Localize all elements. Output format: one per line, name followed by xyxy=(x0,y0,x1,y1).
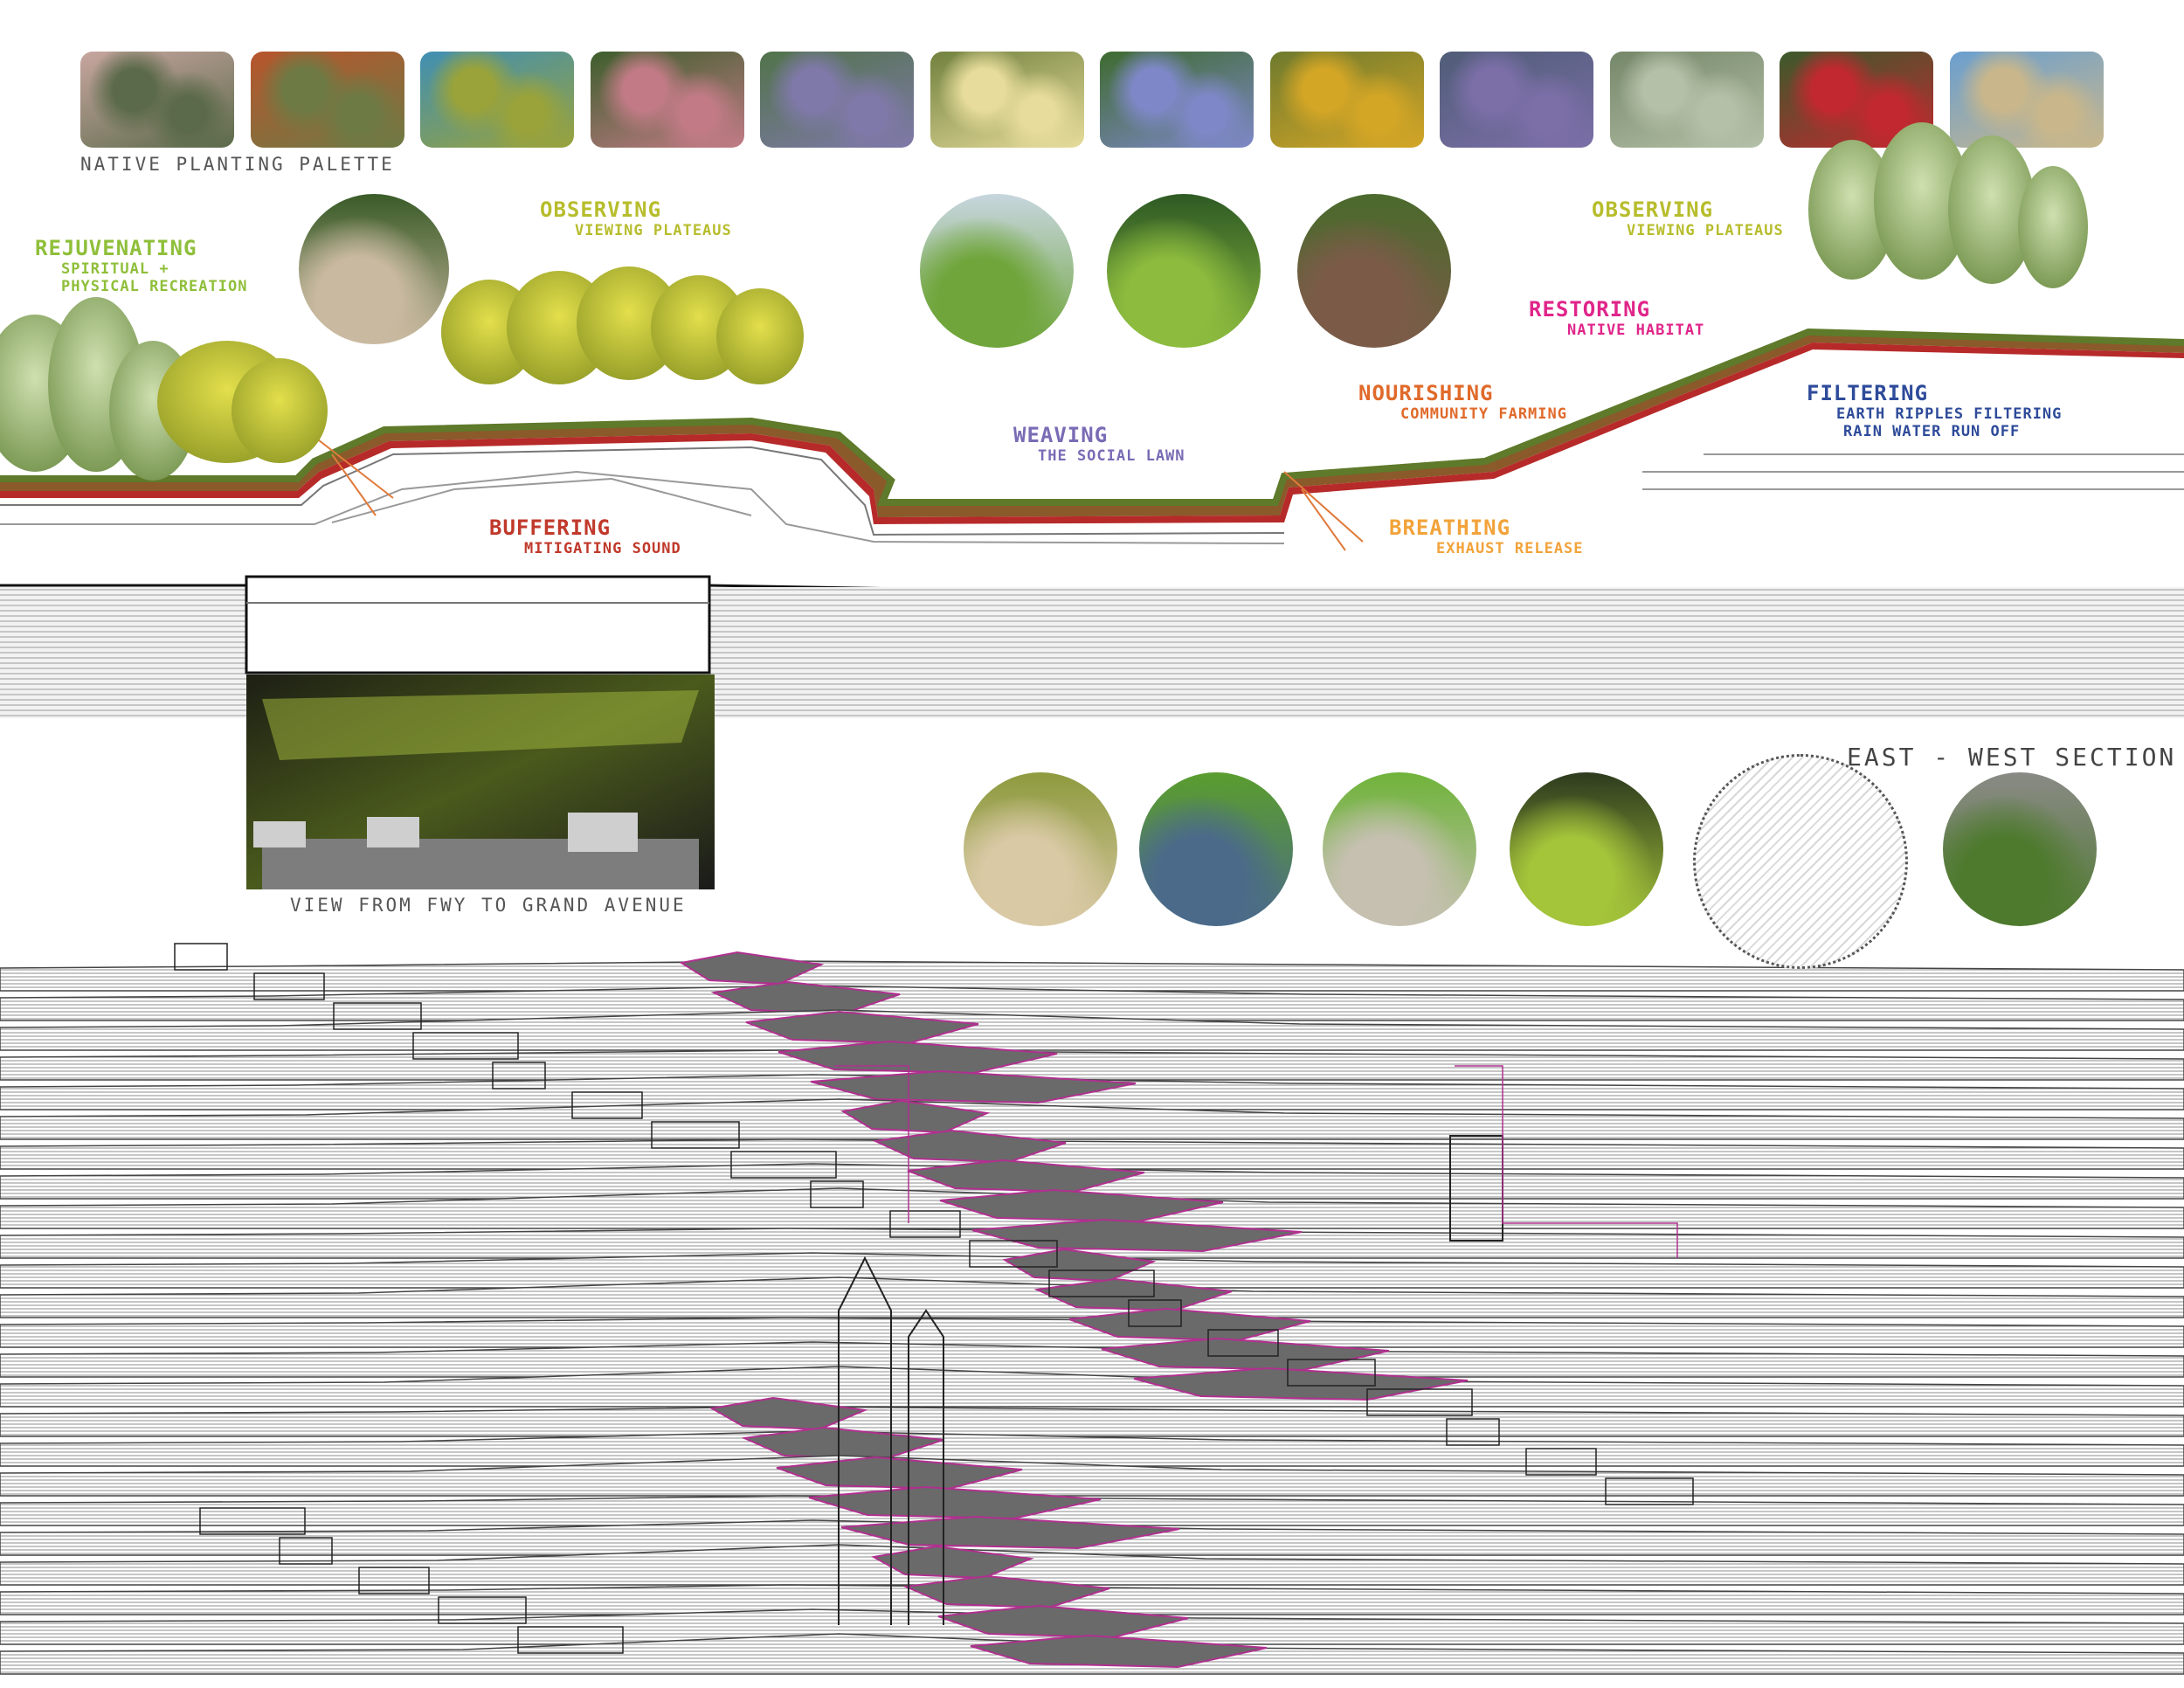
lawn-crowd-photo xyxy=(1107,194,1261,348)
trees-left xyxy=(0,266,804,481)
palette-thumb-silver-sagebrush xyxy=(1609,52,1764,148)
label-observing-right-sub: VIEWING PLATEAUS xyxy=(1627,222,1784,239)
label-restoring: RESTORING NATIVE HABITAT xyxy=(1529,297,1704,339)
label-breathing-sub: EXHAUST RELEASE xyxy=(1436,540,1584,557)
ripple-sketch-diagram xyxy=(1693,754,1908,969)
freeway-view-caption: VIEW FROM FWY TO GRAND AVENUE xyxy=(290,895,687,916)
label-nourishing-title: NOURISHING xyxy=(1358,381,1494,405)
label-rejuvenating: REJUVENATING SPIRITUAL + PHYSICAL RECREA… xyxy=(35,236,247,295)
palette-thumb-purple-sage xyxy=(1440,52,1593,148)
label-weaving-sub: THE SOCIAL LAWN xyxy=(1038,447,1185,465)
label-restoring-sub: NATIVE HABITAT xyxy=(1567,322,1705,339)
label-filtering: FILTERING EARTH RIPPLES FILTERING RAIN W… xyxy=(1807,381,2062,440)
label-nourishing-sub: COMMUNITY FARMING xyxy=(1400,405,1567,423)
palette-thumb-red-paintbrush xyxy=(250,52,404,148)
gardeners-photo xyxy=(1297,194,1451,348)
terrain-upper xyxy=(0,328,2184,613)
label-filtering-title: FILTERING xyxy=(1807,381,1929,405)
label-breathing: BREATHING EXHAUST RELEASE xyxy=(1389,515,1584,557)
label-rejuvenating-sub2: PHYSICAL RECREATION xyxy=(61,278,248,295)
palette-thumb-blue-sky-grass xyxy=(1949,52,2104,148)
trees-right xyxy=(1808,122,2088,288)
label-restoring-title: RESTORING xyxy=(1529,297,1651,322)
label-observing-right-title: OBSERVING xyxy=(1592,197,1714,222)
label-filtering-sub2: RAIN WATER RUN OFF xyxy=(1843,423,2021,440)
label-observing-right: OBSERVING VIEWING PLATEAUS xyxy=(1592,197,1784,239)
section-caption: EAST - WEST SECTION xyxy=(1847,743,2177,771)
label-buffering-title: BUFFERING xyxy=(489,515,612,540)
label-buffering: BUFFERING MITIGATING SOUND xyxy=(489,515,681,557)
label-filtering-sub1: EARTH RIPPLES FILTERING xyxy=(1836,405,2063,423)
label-weaving-title: WEAVING xyxy=(1013,423,1109,447)
grass-mound-photo xyxy=(1323,772,1476,926)
palette-thumb-cream-flowers xyxy=(930,52,1084,148)
green-ripples-photo xyxy=(1510,772,1663,926)
stacked-sections xyxy=(0,943,2184,1675)
palette-thumb-lavender-sage xyxy=(760,52,914,148)
label-observing-left: OBSERVING VIEWING PLATEAUS xyxy=(540,197,732,239)
label-breathing-title: BREATHING xyxy=(1389,515,1511,540)
wetland-path-photo xyxy=(964,772,1117,926)
gabion-steps-photo xyxy=(1943,772,2097,926)
label-observing-left-title: OBSERVING xyxy=(540,197,662,222)
palette-thumb-pink-buckwheat xyxy=(80,52,234,148)
label-weaving: WEAVING THE SOCIAL LAWN xyxy=(1013,423,1185,465)
hikers-photo xyxy=(299,194,449,344)
label-rejuvenating-sub1: SPIRITUAL + xyxy=(61,260,169,278)
palette-thumb-golden-shrub xyxy=(1269,52,1424,148)
freeway-cut xyxy=(245,575,711,675)
palette-thumb-rose-shrub xyxy=(590,52,744,148)
label-buffering-sub: MITIGATING SOUND xyxy=(524,540,681,557)
palette-thumb-blue-ceanothus xyxy=(1100,52,1254,148)
skyline-picnic-photo xyxy=(920,194,1074,348)
palette-caption: NATIVE PLANTING PALETTE xyxy=(80,154,395,175)
palette-thumb-yellow-sage xyxy=(420,52,574,148)
label-rejuvenating-title: REJUVENATING xyxy=(35,236,197,260)
label-observing-left-sub: VIEWING PLATEAUS xyxy=(575,222,732,239)
label-nourishing: NOURISHING COMMUNITY FARMING xyxy=(1358,381,1567,423)
pond-landform-photo xyxy=(1139,772,1293,926)
